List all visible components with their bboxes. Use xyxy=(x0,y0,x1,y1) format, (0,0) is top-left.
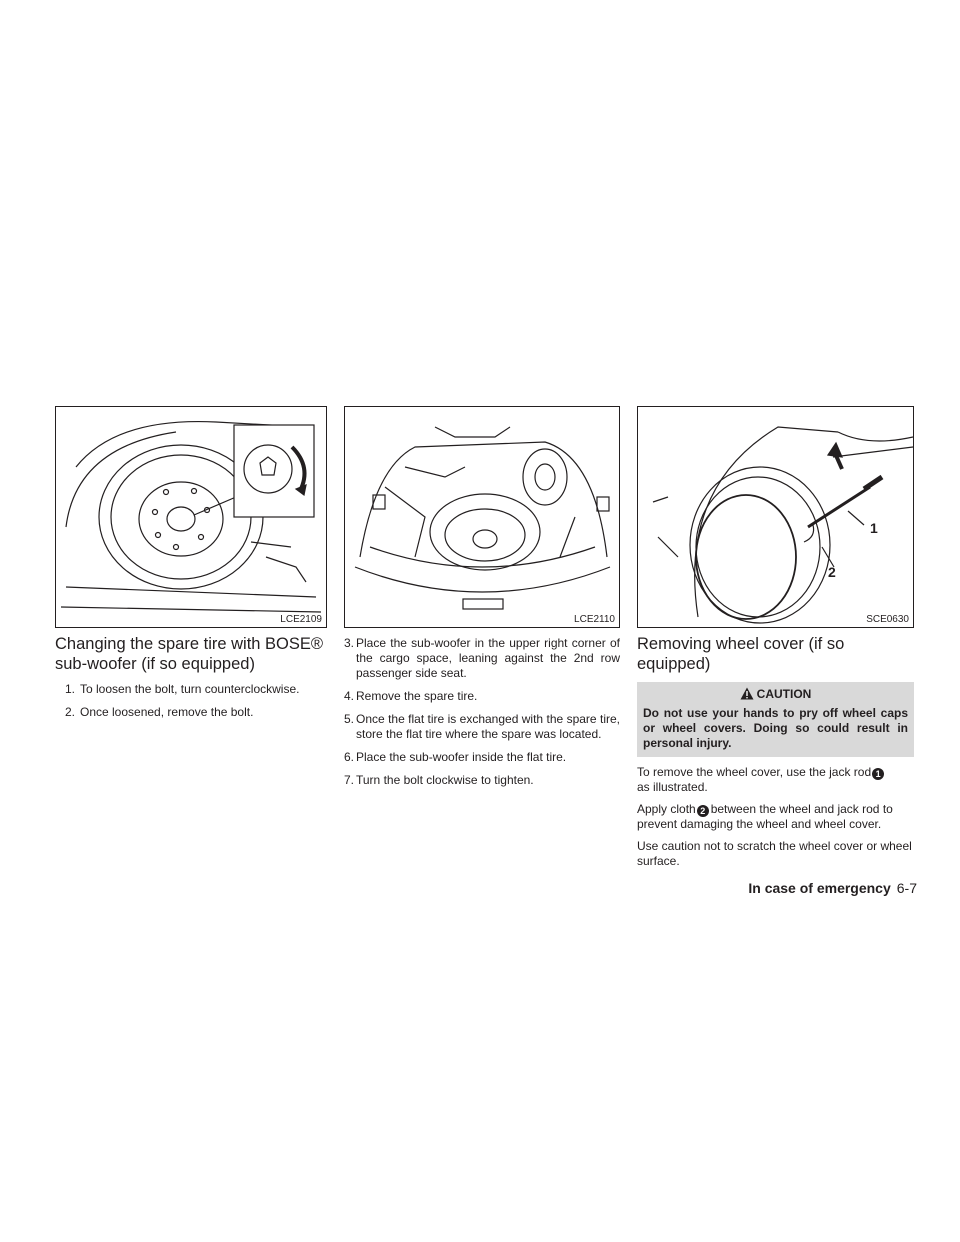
figure-wheel-cover: 1 2 SCE0630 xyxy=(637,406,914,628)
figure-spare-tire: LCE2109 xyxy=(55,406,327,628)
step-number: 3. xyxy=(344,636,355,650)
callout-2: 2 xyxy=(828,564,836,580)
footer-section-title: In case of emergency xyxy=(748,880,891,896)
list-item: 6.Place the sub-woofer inside the flat t… xyxy=(344,750,620,765)
section-heading-wheel-cover: Removing wheel cover (if so equipped) xyxy=(637,635,845,673)
step-text: To loosen the bolt, turn counterclockwis… xyxy=(80,682,300,696)
cargo-area-sub-woofer-illustration xyxy=(354,426,611,610)
step-number: 2. xyxy=(65,705,76,719)
step-number: 7. xyxy=(344,773,355,787)
spare-tire-bolt-illustration xyxy=(60,420,322,613)
figure-code: LCE2110 xyxy=(573,614,616,625)
list-item: 2. Once loosened, remove the bolt. xyxy=(55,705,327,720)
column-1: Changing the spare tire with BOSE® sub-w… xyxy=(55,634,327,728)
step-number: 6. xyxy=(344,750,355,764)
paragraph-caution-scratch: Use caution not to scratch the wheel cov… xyxy=(637,839,912,868)
step-text: Remove the spare tire. xyxy=(356,689,478,703)
callout-marker-2: 2 xyxy=(696,805,709,817)
list-item: 4.Remove the spare tire. xyxy=(344,689,620,704)
list-item: 7.Turn the bolt clockwise to tighten. xyxy=(344,773,620,788)
step-text: Turn the bolt clockwise to tighten. xyxy=(356,773,534,787)
caution-box: CAUTION Do not use your hands to pry off… xyxy=(637,682,914,757)
list-item: 1. To loosen the bolt, turn counterclockw… xyxy=(55,682,327,697)
steps-list: 3.Place the sub-woofer in the upper righ… xyxy=(344,636,620,788)
callout-1: 1 xyxy=(870,520,878,536)
step-text: Place the sub-woofer in the upper right … xyxy=(356,636,620,680)
column-2: 3.Place the sub-woofer in the upper righ… xyxy=(344,636,620,796)
figure-code: LCE2109 xyxy=(279,614,323,625)
list-item: 3.Place the sub-woofer in the upper righ… xyxy=(344,636,620,681)
callout-marker-1: 1 xyxy=(872,768,885,780)
caution-title: CAUTION xyxy=(643,686,908,702)
list-item: 5.Once the flat tire is exchanged with t… xyxy=(344,712,620,742)
page-footer: In case of emergency 6-7 xyxy=(748,879,917,897)
figure-code: SCE0630 xyxy=(865,614,910,625)
warning-icon xyxy=(740,687,754,700)
step-number: 4. xyxy=(344,689,355,703)
step-number: 5. xyxy=(344,712,355,726)
caution-label: CAUTION xyxy=(756,687,812,701)
paragraph-text: Apply cloth xyxy=(637,802,696,816)
column-3: Removing wheel cover (if so equipped) CA… xyxy=(637,634,914,876)
caution-text: Do not use your hands to pry off wheel c… xyxy=(643,706,908,750)
paragraph-text: To remove the wheel cover, use the jack … xyxy=(637,765,872,779)
step-text: Once the flat tire is exchanged with the… xyxy=(356,712,620,741)
section-heading-spare-tire: Changing the spare tire with BOSE® sub-w… xyxy=(55,635,324,673)
wheel-cover-jack-rod-illustration: 1 2 xyxy=(652,426,913,624)
step-number: 1. xyxy=(65,682,76,696)
paragraph-text: between the wheel and jack rod to preven… xyxy=(637,802,893,831)
page-number: 6-7 xyxy=(896,880,917,896)
paragraph-text: as illustrated. xyxy=(637,780,708,794)
paragraph-jack-rod: To remove the wheel cover, use the jack … xyxy=(637,765,914,795)
figure-cargo-area: LCE2110 xyxy=(344,406,620,628)
step-text: Place the sub-woofer inside the flat tir… xyxy=(356,750,567,764)
step-text: Once loosened, remove the bolt. xyxy=(80,705,254,719)
steps-list: 1. To loosen the bolt, turn counterclockw… xyxy=(55,682,327,720)
